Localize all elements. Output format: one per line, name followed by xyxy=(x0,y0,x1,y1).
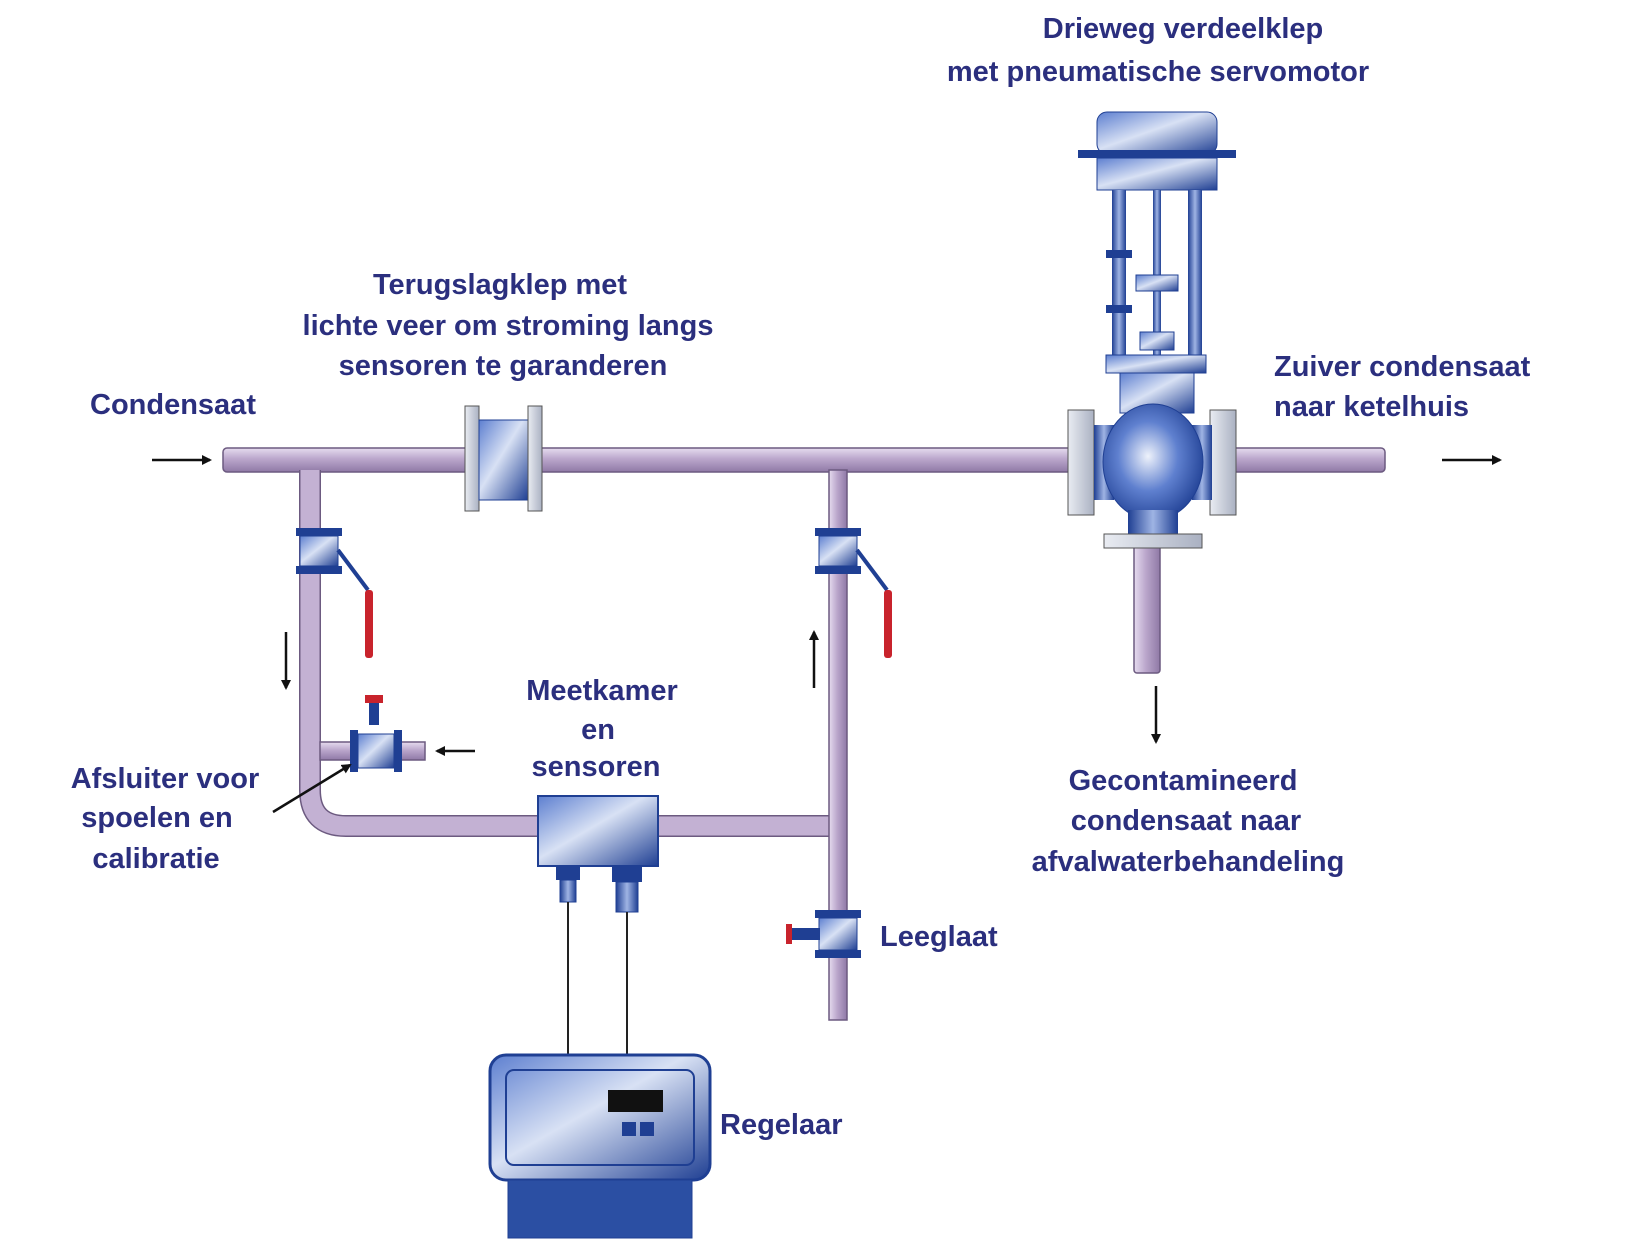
flow-arrows xyxy=(152,455,1502,814)
label-afsluiter-2: spoelen en xyxy=(81,802,233,834)
label-terugslag-3: sensoren te garanderen xyxy=(339,350,668,382)
three-way-valve-icon xyxy=(1067,111,1237,549)
check-valve-icon xyxy=(464,405,543,512)
label-zuiver-2: naar ketelhuis xyxy=(1274,391,1469,423)
return-pipe xyxy=(828,469,848,1021)
label-drieweg-2: met pneumatische servomotor xyxy=(947,56,1369,88)
label-terugslag-2: lichte veer om stroming langs xyxy=(303,310,714,342)
label-leeglaat: Leeglaat xyxy=(880,921,998,953)
label-meetkamer-2: en xyxy=(581,714,615,746)
label-afsluiter-3: calibratie xyxy=(92,843,219,875)
label-gecontamineerd-3: afvalwaterbehandeling xyxy=(1032,846,1345,878)
label-meetkamer-1: Meetkamer xyxy=(526,675,678,707)
measuring-chamber-icon xyxy=(537,795,659,1060)
label-condensaat: Condensaat xyxy=(90,389,256,421)
contaminated-outlet-pipe xyxy=(1133,544,1161,674)
label-zuiver-1: Zuiver condensaat xyxy=(1274,351,1531,383)
label-drieweg-1: Drieweg verdeelklep xyxy=(1043,13,1323,45)
labels: Drieweg verdeelklep met pneumatische ser… xyxy=(71,13,1531,1141)
flush-valve-icon xyxy=(350,695,402,772)
ball-valve-left-icon xyxy=(296,528,373,658)
pointer-afsluiter xyxy=(272,763,352,814)
label-afsluiter-1: Afsluiter voor xyxy=(71,763,260,795)
ball-valve-right-icon xyxy=(815,528,892,658)
label-meetkamer-3: sensoren xyxy=(532,751,661,783)
label-gecontamineerd-2: condensaat naar xyxy=(1071,805,1301,837)
label-terugslag-1: Terugslagklep met xyxy=(373,269,627,301)
label-regelaar: Regelaar xyxy=(720,1109,843,1141)
controller-icon xyxy=(488,1053,712,1239)
label-gecontamineerd-1: Gecontamineerd xyxy=(1069,765,1298,797)
drain-valve-icon xyxy=(786,910,861,958)
